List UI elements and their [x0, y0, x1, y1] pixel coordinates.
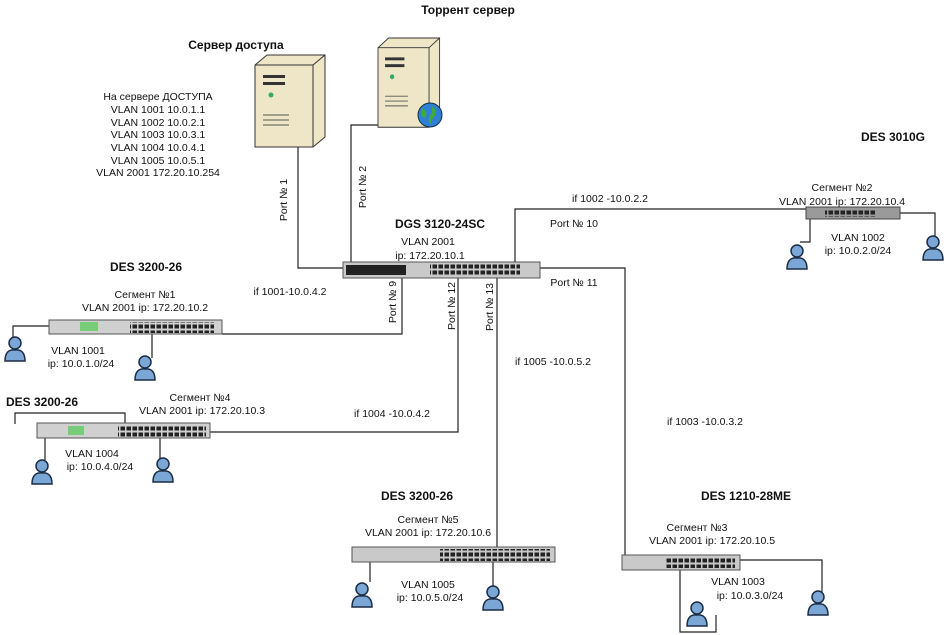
- segment-5-subnet: ip: 10.0.5.0/24: [397, 592, 464, 604]
- access-server-icon: [254, 54, 326, 148]
- switch-dgs-3120: [342, 261, 541, 279]
- segment-4-name: Сегмент №4: [170, 392, 231, 404]
- segment-5-mgmt: VLAN 2001 ip: 172.20.10.6: [365, 527, 491, 539]
- user-icon: [686, 601, 708, 627]
- segment-4-subnet: ip: 10.0.4.0/24: [67, 461, 134, 473]
- core-ip: ip: 172.20.10.1: [395, 250, 465, 262]
- link-segment-1: [222, 278, 403, 335]
- segment-3-vlan: VLAN 1003: [711, 576, 765, 588]
- info-line: VLAN 1003 10.0.3.1: [111, 129, 206, 141]
- switch-segment-2: [805, 206, 901, 220]
- port-1-label: Port № 1: [278, 179, 290, 221]
- access-server-info: На сервере ДОСТУПА VLAN 1001 10.0.1.1 VL…: [96, 91, 220, 179]
- segment-2-model: DES 3010G: [861, 130, 925, 144]
- port-12-label: Port № 12: [446, 282, 458, 330]
- link-segment-4: [210, 278, 459, 433]
- segment-5-name: Сегмент №5: [398, 514, 459, 526]
- port-2-label: Port № 2: [357, 166, 369, 208]
- segment-3-model: DES 1210-28ME: [701, 489, 791, 503]
- core-vlan: VLAN 2001: [401, 236, 455, 248]
- port-10-label: Port № 10: [550, 218, 598, 230]
- segment-1-name: Сегмент №1: [115, 289, 176, 301]
- link-segment-3: [540, 267, 626, 558]
- info-line: VLAN 1001 10.0.1.1: [111, 104, 206, 116]
- segment-2-name: Сегмент №2: [812, 182, 873, 194]
- segment-2-subnet: ip: 10.0.2.0/24: [825, 245, 892, 257]
- segment-2-vlan: VLAN 1002: [831, 232, 885, 244]
- user-icon: [786, 244, 808, 270]
- segment-1-subnet: ip: 10.0.1.0/24: [48, 358, 115, 370]
- segment-3-mgmt: VLAN 2001 ip: 172.20.10.5: [649, 535, 775, 547]
- segment-4-vlan: VLAN 1004: [65, 448, 119, 460]
- user-icon: [351, 582, 373, 608]
- link-segment-2: [514, 208, 806, 262]
- info-line: VLAN 1002 10.0.2.1: [111, 117, 206, 129]
- if-1001-label: if 1001-10.0.4.2: [254, 286, 327, 298]
- segment-4-model: DES 3200-26: [6, 395, 78, 409]
- info-line: VLAN 1004 10.0.4.1: [111, 142, 206, 154]
- port-11-label: Port № 11: [550, 277, 597, 289]
- link-torrent-server: [350, 124, 384, 263]
- segment-5-vlan: VLAN 1005: [401, 579, 455, 591]
- info-line: VLAN 1005 10.0.5.1: [111, 155, 206, 167]
- if-1005-label: if 1005 -10.0.5.2: [515, 356, 591, 368]
- link-access-server: [297, 142, 345, 269]
- access-server-title: Сервер доступа: [188, 38, 284, 52]
- switch-segment-1: [48, 319, 223, 335]
- user-icon: [4, 336, 26, 362]
- segment-1-vlan: VLAN 1001: [51, 345, 105, 357]
- if-1002-label: if 1002 -10.0.2.2: [572, 193, 648, 205]
- segment-4-mgmt: VLAN 2001 ip: 172.20.10.3: [139, 405, 265, 417]
- user-icon: [482, 585, 504, 611]
- user-icon: [922, 235, 944, 261]
- switch-segment-3: [621, 554, 741, 571]
- user-icon: [807, 590, 829, 616]
- segment-2-mgmt: VLAN 2001 ip: 172.20.10.4: [779, 196, 905, 208]
- info-line: VLAN 2001 172.20.10.254: [96, 167, 220, 179]
- info-line: На сервере ДОСТУПА: [103, 91, 212, 103]
- segment-3-name: Сегмент №3: [667, 522, 728, 534]
- segment-1-mgmt: VLAN 2001 ip: 172.20.10.2: [82, 302, 208, 314]
- switch-segment-4: [36, 422, 211, 439]
- port-13-label: Port № 13: [484, 283, 496, 331]
- user-icon: [31, 459, 53, 485]
- switch-segment-5: [351, 546, 556, 563]
- segment-5-model: DES 3200-26: [381, 489, 453, 503]
- user-icon: [152, 457, 174, 483]
- user-icon: [134, 355, 156, 381]
- segment-1-model: DES 3200-26: [110, 260, 182, 274]
- segment-3-subnet: ip: 10.0.3.0/24: [717, 590, 784, 602]
- globe-icon: [417, 102, 443, 128]
- core-model: DGS 3120-24SC: [395, 217, 485, 231]
- if-1004-label: if 1004 -10.0.4.2: [354, 408, 430, 420]
- links: [12, 124, 936, 633]
- torrent-server-title: Торрент сервер: [421, 3, 515, 17]
- port-9-label: Port № 9: [387, 281, 399, 323]
- if-1003-label: if 1003 -10.0.3.2: [667, 416, 743, 428]
